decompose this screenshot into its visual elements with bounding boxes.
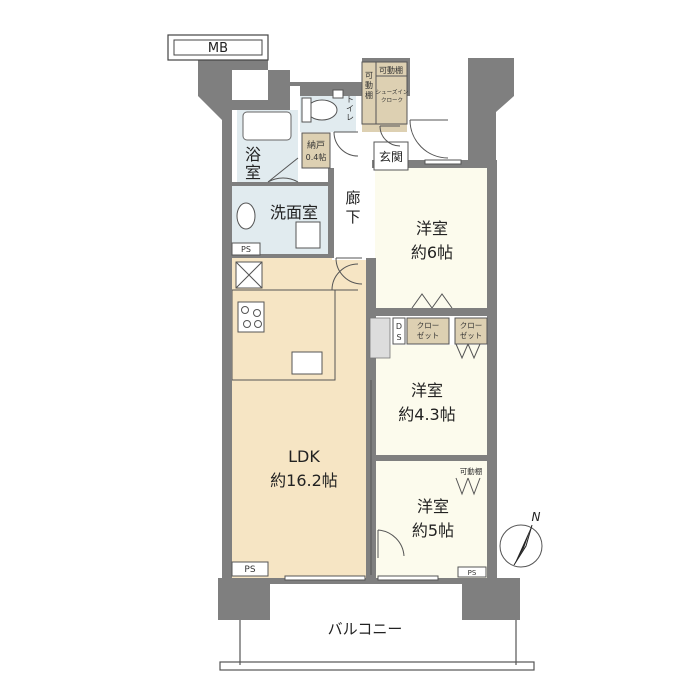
bath-door <box>267 157 299 183</box>
toilet-label-1: ト <box>346 95 354 104</box>
ps-bottom-right-box <box>457 566 487 578</box>
bath-label-2: 室 <box>245 163 261 182</box>
washbasin <box>236 202 256 230</box>
burner-icon <box>253 309 261 317</box>
room2-closet-doors <box>455 343 481 360</box>
ldk-size: 約16.2帖 <box>270 471 338 490</box>
closet-right <box>454 317 488 345</box>
burner-icon <box>243 320 251 328</box>
room3-shelf-label: 可動棚 <box>460 466 483 476</box>
closet-door-entry <box>379 125 401 147</box>
shoes-closet-label-1: シューズイン <box>376 88 409 96</box>
kitchen-sink <box>291 351 323 375</box>
compass-arrow-icon <box>514 525 532 565</box>
left-wall <box>222 255 232 600</box>
fridge-cross <box>235 261 263 289</box>
storage-hatch <box>369 317 391 359</box>
storage-label-1: 納戸 <box>307 139 325 151</box>
room1-size: 約6帖 <box>411 243 453 262</box>
closet-left-label-2: ゼット <box>417 330 440 340</box>
shelf-side-label-2: 動 <box>365 81 373 90</box>
window-ldk <box>284 575 366 581</box>
toilet-tank <box>301 97 312 123</box>
mb-inner <box>173 39 263 56</box>
bath-label-1: 浴 <box>245 145 261 164</box>
ldk-door <box>331 263 359 291</box>
right-wall <box>487 160 497 580</box>
shoes-in-closet <box>375 75 408 125</box>
room1-closet-doors <box>411 293 453 309</box>
washroom-label: 洗面室 <box>270 203 318 222</box>
bathtub <box>242 111 292 141</box>
ds-label-1: D <box>396 322 402 331</box>
room1-label: 洋室 <box>416 219 448 238</box>
partition-hall <box>328 168 334 258</box>
balcony-rail <box>219 661 535 671</box>
toilet-door <box>333 131 359 157</box>
ps-top-box <box>231 242 261 256</box>
hallway-label-2: 下 <box>345 208 360 226</box>
window-room3 <box>377 575 439 581</box>
ds-box <box>392 317 406 345</box>
room3-floor <box>375 460 487 578</box>
shoes-closet-label-2: クローク <box>381 97 403 104</box>
stove <box>237 301 265 333</box>
ps-bottom-right-label: PS <box>468 569 477 577</box>
burner-icons <box>241 306 262 328</box>
washer-pan <box>295 221 321 249</box>
upper-left-wall <box>198 58 268 255</box>
partition-washroom <box>232 254 332 258</box>
partition-room2-bottom <box>375 455 487 461</box>
closet-left <box>406 317 450 345</box>
room2-label: 洋室 <box>411 381 443 400</box>
balcony-label: バルコニー <box>328 620 403 638</box>
ps-bottom-left-label: PS <box>244 565 255 575</box>
compass: N <box>499 510 543 568</box>
compass-ring <box>499 524 543 568</box>
room3-label: 洋室 <box>417 497 449 516</box>
room2-size: 約4.3帖 <box>398 405 455 424</box>
ds-label-2: S <box>396 333 401 342</box>
bottom-right-pier <box>462 578 520 620</box>
compass-arrow-outline <box>513 524 533 566</box>
partition-bath <box>232 182 328 186</box>
burner-icon <box>241 306 249 314</box>
toilet-sink <box>332 89 344 99</box>
room3-closet-doors <box>455 477 481 496</box>
burner-icon <box>254 320 262 328</box>
toilet-label-2: イ <box>346 104 354 113</box>
ps-bottom-left-box <box>231 561 269 577</box>
storage-box <box>301 132 331 169</box>
room1-floor <box>375 168 487 310</box>
entrance-label: 玄関 <box>379 149 403 164</box>
shelf-top-label: 可動棚 <box>379 65 403 75</box>
entrance-door <box>409 119 449 159</box>
windows <box>284 159 462 581</box>
room3-door <box>377 529 405 558</box>
ps-top-label: PS <box>241 245 251 254</box>
closet-left-label-1: クロー <box>417 321 440 330</box>
closet-right-label-2: ゼット <box>460 330 483 340</box>
window-room1 <box>424 159 462 165</box>
hall-door <box>335 257 363 285</box>
closet-right-label-1: クロー <box>460 321 483 330</box>
bottom-wall <box>270 578 462 584</box>
bottom-left-pier <box>218 578 270 620</box>
shelf-side-label-1: 可 <box>365 71 373 80</box>
mb-label: MB <box>208 41 228 56</box>
partition-room1-bottom <box>375 308 487 316</box>
hall-floor <box>332 170 372 260</box>
ldk-label: LDK <box>288 447 320 466</box>
room3-size: 約5帖 <box>412 521 454 540</box>
balcony <box>219 620 535 671</box>
toilet-label-3: レ <box>346 113 354 122</box>
entrance-box <box>373 141 409 171</box>
compass-label: N <box>532 510 541 524</box>
hallway-label-1: 廊 <box>345 189 360 207</box>
room2-floor <box>375 345 487 457</box>
shelf-side-label-3: 棚 <box>365 90 373 100</box>
storage-label-2: 0.4帖 <box>306 152 327 162</box>
